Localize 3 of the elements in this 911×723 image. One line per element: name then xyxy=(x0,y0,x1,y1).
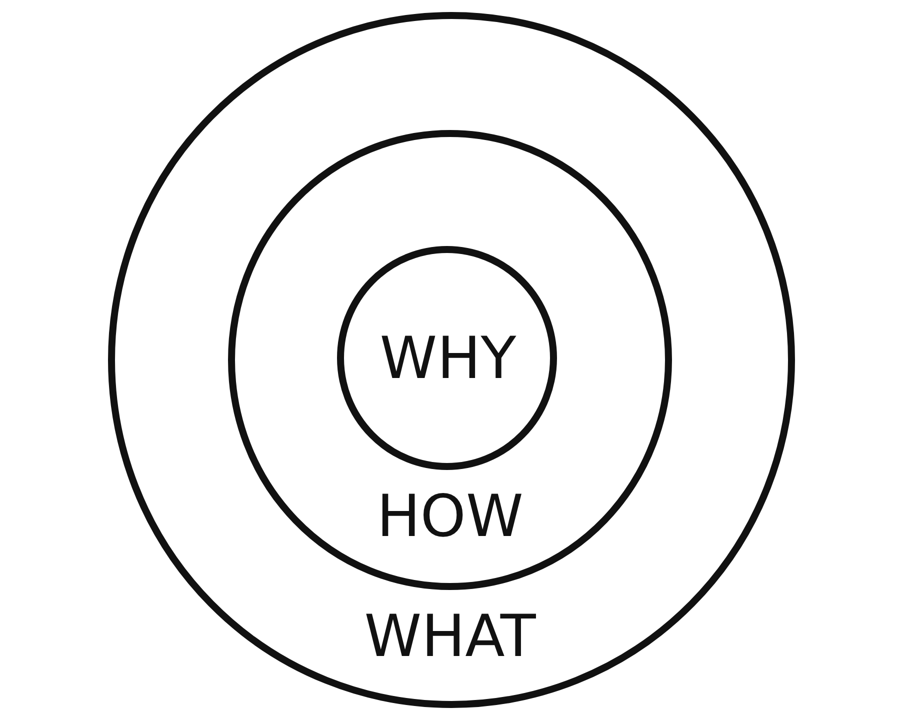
circle-label: HOW xyxy=(376,487,524,545)
circle-label: WHY xyxy=(380,329,516,387)
circle-label: WHAT xyxy=(364,607,536,665)
